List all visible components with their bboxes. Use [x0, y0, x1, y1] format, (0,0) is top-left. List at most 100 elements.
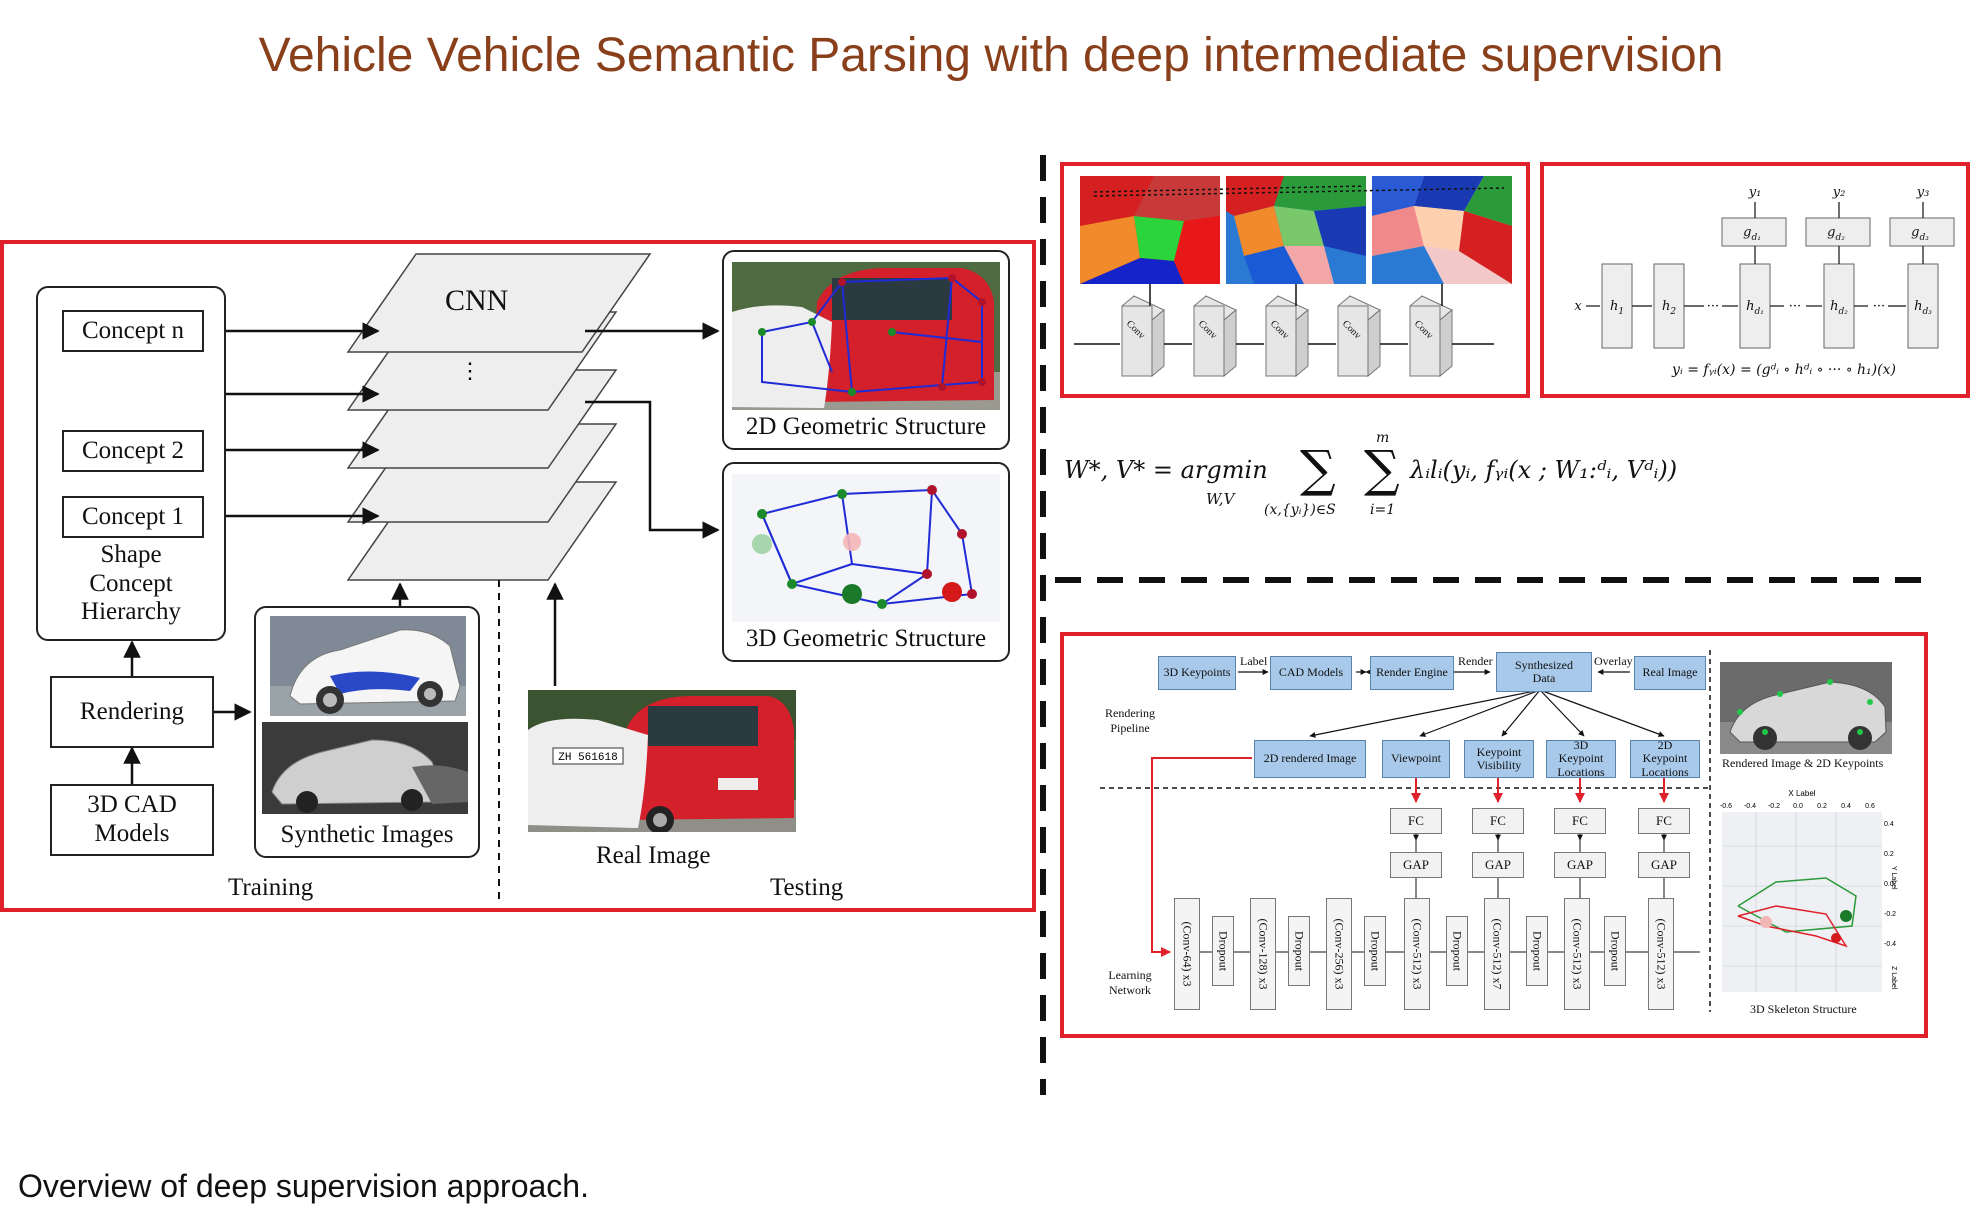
layer-label: Dropout [1530, 931, 1545, 971]
y-tick: -0.4 [1884, 941, 1896, 948]
layer-label: Dropout [1608, 931, 1623, 971]
conv-layer: (Conv-256) x3 [1326, 898, 1352, 1010]
formula-sum2-under: i=1 [1370, 502, 1396, 518]
pipeline-2d-rendered-image: 2D rendered Image [1254, 740, 1366, 778]
layer-label: Dropout [1292, 931, 1307, 971]
layer-label: (Conv-64) x3 [1180, 921, 1195, 987]
conv-layer: (Conv-512) x3 [1564, 898, 1590, 1010]
h-label: h1 [1610, 299, 1624, 317]
conv-block [1409, 295, 1453, 378]
fc-box: FC [1390, 808, 1442, 834]
objective-formula: W*, V* = argmin W,V ∑ (x,{yᵢ})∈S m ∑ i=1… [1064, 430, 1764, 540]
layer-label: (Conv-512) x3 [1410, 918, 1425, 990]
x-tick: -0.6 [1720, 803, 1732, 810]
x-tick: 0.2 [1817, 803, 1827, 810]
hierarchy-label: Shape Concept Hierarchy [81, 540, 181, 626]
segmentation-map-3 [1372, 176, 1512, 284]
conv-block [1337, 295, 1381, 378]
g-node [1889, 217, 1955, 247]
layer-label: (Conv-512) x7 [1490, 918, 1505, 990]
rendering-box: Rendering [50, 676, 214, 748]
training-label: Training [228, 874, 314, 901]
fc-box: FC [1638, 808, 1690, 834]
figure-caption: Overview of deep supervision approach. [18, 1168, 589, 1204]
deep-supervision-network-panel [1540, 162, 1970, 398]
synthesized-data-label: Synthesized Data [1515, 657, 1573, 685]
conv-block [1193, 295, 1237, 378]
g-label: gd₃ [1911, 225, 1929, 243]
x-tick: 0.6 [1865, 803, 1875, 810]
pipeline-cad-models: CAD Models [1270, 656, 1352, 690]
g-label: gd₂ [1827, 225, 1845, 243]
synthetic-car-white [270, 616, 466, 716]
testing-label: Testing [770, 874, 844, 901]
dropout-layer: Dropout [1288, 916, 1310, 986]
edge-label-overlay: Overlay [1594, 654, 1633, 668]
x-tick: 0.0 [1793, 803, 1803, 810]
y-output: y₃ [1916, 185, 1930, 200]
x-tick: -0.4 [1744, 803, 1756, 810]
h-node [1823, 263, 1855, 349]
g-node [1805, 217, 1871, 247]
sum-symbol-2: ∑ [1364, 440, 1400, 498]
layer-label: Dropout [1450, 931, 1465, 971]
rendered-image-keypoints [1720, 662, 1892, 754]
pipeline-real-image: Real Image [1634, 656, 1706, 690]
conv-panel-drawing: Conv Conv Conv Conv Conv [1074, 176, 1512, 378]
formula-lhs: W*, V* = argmin [1064, 456, 1268, 484]
layer-label: (Conv-512) x3 [1570, 918, 1585, 990]
h-label: hd₂ [1830, 299, 1848, 317]
cnn-dots: ⋮ [459, 358, 481, 383]
cad-models-label: 3D CAD Models [87, 791, 177, 847]
x-input: x [1574, 299, 1582, 314]
plate-text: ZH 561618 [558, 752, 617, 764]
sum-symbol-1: ∑ [1300, 440, 1336, 498]
x-tick: 0.4 [1841, 803, 1851, 810]
edge-label-render: Render [1458, 654, 1493, 668]
fc-box: FC [1472, 808, 1524, 834]
pipeline-synthesized-data: Synthesized Data [1496, 652, 1592, 692]
conv-blocks [1121, 295, 1453, 378]
real-image-label: Real Image [596, 842, 711, 869]
network-drawing: x h1 h2 hd₁ hd₂ hd₃ gd₁ gd₂ gd₃ y₁ y₂ y₃… [1574, 185, 1955, 378]
geo-3d-label: 3D Geometric Structure [745, 625, 987, 653]
conv-panel [1060, 162, 1530, 398]
h-label: hd₁ [1746, 299, 1764, 317]
page-title: Vehicle Vehicle Semantic Parsing with de… [258, 29, 1724, 82]
dropout-layer: Dropout [1364, 916, 1386, 986]
ellipsis: ··· [1707, 299, 1719, 314]
synthetic-images-label: Synthetic Images [280, 821, 454, 849]
rendered-image-caption: Rendered Image & 2D Keypoints [1722, 756, 1884, 770]
cad-models-box: 3D CAD Models [50, 784, 214, 856]
ellipsis: ··· [1789, 299, 1801, 314]
y-tick: 0.2 [1884, 851, 1894, 858]
geo-3d-image [732, 474, 1000, 622]
rendering-pipeline-label: Rendering Pipeline [1105, 706, 1155, 735]
cnn-label: CNN [445, 284, 509, 317]
h-node [1739, 263, 1771, 349]
network-equation: yᵢ = fᵧᵢ(x) = (gᵈᵢ ∘ hᵈᵢ ∘ ··· ∘ h₁)(x) [1671, 362, 1896, 378]
geo-2d-label: 2D Geometric Structure [745, 413, 987, 441]
gap-box: GAP [1390, 852, 1442, 878]
training-testing-panel [0, 240, 1036, 912]
skeleton-y-label: Y Label [1890, 866, 1897, 890]
pipeline-render-engine: Render Engine [1370, 656, 1454, 690]
edge-label-label: Label [1240, 654, 1268, 668]
conv-block [1265, 295, 1309, 378]
layer-label: (Conv-256) x3 [1332, 918, 1347, 990]
concept-n-box: Concept n [62, 310, 204, 352]
arrow-cnn-3d [585, 400, 720, 539]
conv-layer: (Conv-64) x3 [1174, 898, 1200, 1010]
rendering-pipeline-panel [1060, 632, 1928, 1038]
skeleton-3d-plot: X Label -0.6 -0.4 -0.2 0.0 0.2 0.4 0.6 0… [1720, 789, 1897, 992]
pipeline-keypoint-visibility: Keypoint Visibility [1464, 740, 1534, 778]
g-node [1721, 217, 1787, 247]
left-panel-drawing: ⋮ [123, 253, 720, 905]
layer-label: (Conv-128) x3 [1256, 918, 1271, 990]
skeleton-z-label: Z Label [1890, 966, 1897, 990]
concept-1-box: Concept 1 [62, 496, 204, 538]
layer-label: Dropout [1368, 931, 1383, 971]
dropout-layer: Dropout [1212, 916, 1234, 986]
learning-network-label: Learning Network [1108, 968, 1152, 997]
